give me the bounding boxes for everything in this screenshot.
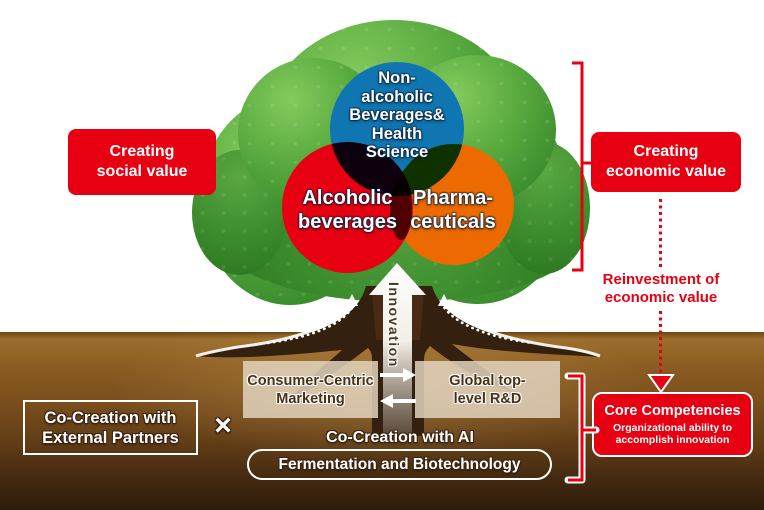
co-creation-ai-label: Co-Creation with AI (326, 429, 474, 446)
creating-social-value-box: Creating social value (68, 129, 216, 195)
core-competencies-subtitle: Organizational ability to accomplish inn… (612, 422, 732, 446)
reinvestment-dotted-line (659, 311, 662, 375)
external-partners-box: Co-Creation with External Partners (23, 400, 198, 455)
innovation-arrow-icon (369, 263, 426, 435)
global-rd-box: Global top- level R&D (415, 361, 560, 418)
consumer-centric-marketing-box: Consumer-Centric Marketing (243, 361, 378, 418)
exchange-arrows (380, 368, 416, 408)
overlap-shade (390, 178, 412, 240)
core-competencies-title: Core Competencies (604, 403, 741, 419)
core-competencies-box: Core Competencies Organizational ability… (592, 392, 753, 457)
label-non-alcoholic: Non- alcoholic Beverages& Health Science (349, 69, 445, 161)
root-arrow-up-icon (346, 294, 358, 306)
circle-pharmaceuticals (393, 144, 514, 265)
reinvestment-label: Reinvestment of economic value (602, 271, 720, 306)
arrow-left-icon (380, 394, 393, 408)
creating-economic-value-box: Creating economic value (591, 132, 741, 192)
label-alcoholic: Alcoholic beverages (298, 187, 397, 233)
label-pharmaceuticals: Pharma- ceuticals (410, 187, 496, 233)
root-arrow-up-icon (438, 294, 450, 306)
fermentation-biotech-pill: Fermentation and Biotechnology (247, 449, 552, 480)
reinvestment-arrowhead-icon (647, 374, 675, 394)
reinvestment-dotted-line (659, 199, 662, 267)
multiply-icon: × (214, 409, 232, 442)
arrow-right-icon (403, 368, 416, 382)
innovation-label: Innovation (386, 282, 402, 368)
core-competencies-bracket (564, 372, 600, 484)
